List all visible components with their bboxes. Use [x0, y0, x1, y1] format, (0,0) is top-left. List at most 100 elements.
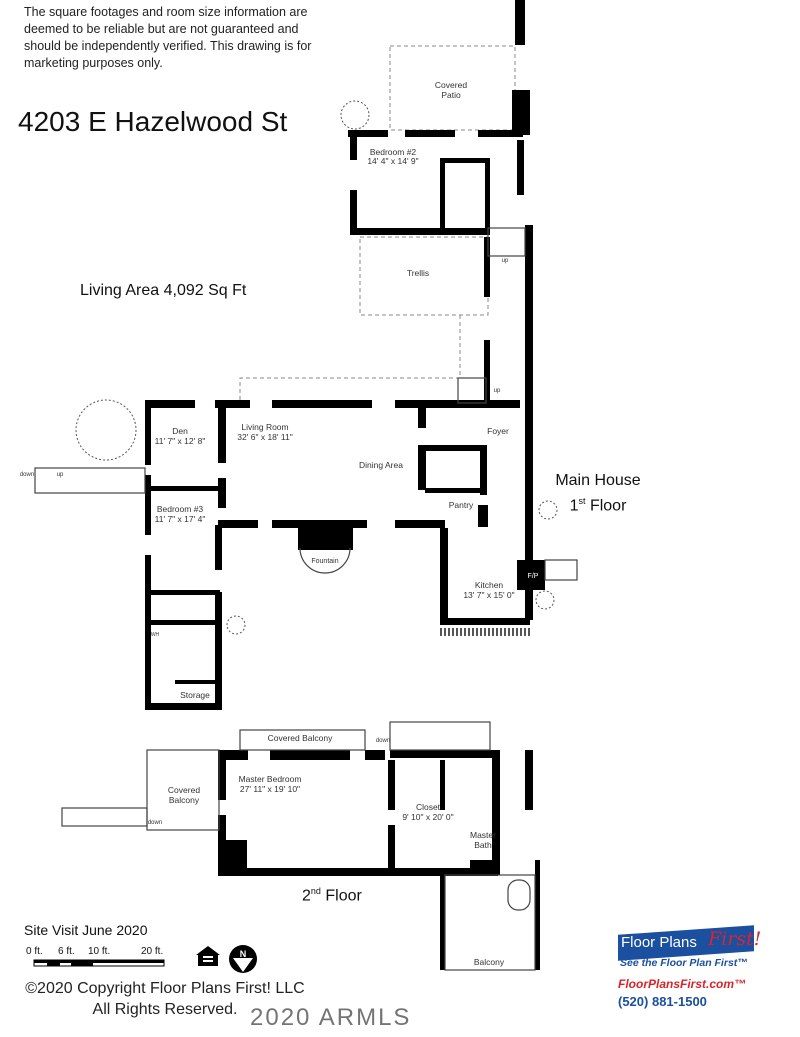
wall-segment: [440, 618, 530, 625]
stairs-trellis: [457, 377, 487, 404]
wall-segment: [218, 478, 226, 508]
stairs-down-label: down: [148, 820, 162, 826]
wall-segment: [418, 445, 426, 490]
wall-segment: [218, 750, 248, 760]
copyright: ©2020 Copyright Floor Plans First! LLC A…: [0, 978, 330, 1020]
floor-sup: st: [578, 496, 586, 506]
scale-0: 0 ft.: [26, 946, 43, 957]
wall-segment: [395, 400, 520, 408]
floor-sup: nd: [310, 886, 321, 896]
wall-segment: [145, 400, 195, 408]
copyright-line-1: ©2020 Copyright Floor Plans First! LLC: [25, 980, 305, 997]
wall-segment: [145, 620, 220, 625]
wall-segment: [480, 445, 487, 495]
wall-segment: [478, 130, 523, 137]
walkway-outline: [239, 315, 461, 400]
wall-segment: [405, 130, 455, 137]
logo-first: First!: [708, 928, 762, 950]
wall-segment: [388, 760, 395, 810]
room-size-closet: 9' 10" x 20' 0": [402, 812, 453, 822]
wall-segment: [470, 860, 495, 875]
wall-segment: [215, 525, 222, 570]
north-arrow-icon: N: [229, 945, 257, 973]
wall-segment: [218, 868, 498, 876]
wall-segment: [145, 590, 220, 595]
fp-hearth: [544, 559, 578, 581]
wall-segment: [145, 703, 220, 710]
wall-segment: [348, 130, 388, 137]
wall-segment: [388, 825, 395, 868]
room-label-bedroom-2: Bedroom #2: [370, 147, 417, 157]
water-heater-label: WH: [151, 632, 160, 638]
wall-segment: [515, 0, 525, 45]
compass-label: N: [240, 949, 247, 959]
wall-segment: [535, 860, 540, 970]
scale-20: 20 ft.: [141, 946, 164, 957]
interior-stairs: [389, 721, 491, 751]
stairs-down-label: down: [20, 472, 34, 478]
scale-6: 6 ft.: [58, 946, 75, 957]
fountain-basin: [299, 547, 351, 574]
wall-segment: [440, 158, 490, 163]
main-house-line1: Main House: [555, 472, 641, 489]
room-label-covered-balcony-left: Balcony: [169, 795, 200, 805]
room-size-bedroom-3: 11' 7" x 17' 4": [155, 514, 206, 524]
main-house-label: Main House 1st Floor: [548, 470, 648, 516]
exterior-stairs-left: [34, 467, 146, 494]
room-label-pantry: Pantry: [449, 500, 474, 510]
wall-segment: [350, 130, 357, 160]
wall-segment: [512, 90, 530, 135]
room-label-dining-area: Dining Area: [359, 460, 403, 470]
room-label-living-room: Living Room: [241, 422, 288, 432]
wall-segment: [270, 750, 350, 760]
fireplace-label: F/P: [528, 573, 539, 580]
lower-balcony-rail: [444, 874, 536, 971]
room-label-trellis: Trellis: [407, 268, 429, 278]
dashed-outlines: [239, 45, 516, 400]
wall-segment: [218, 520, 258, 528]
wall-segment: [145, 400, 151, 465]
wall-segment: [350, 190, 357, 232]
scale-labels: 0 ft. 6 ft. 10 ft. 20 ft.: [26, 946, 176, 958]
wall-segment: [485, 158, 490, 228]
wall-segment: [215, 400, 250, 408]
floor-number: 1: [569, 497, 579, 515]
disclaimer-text: The square footages and room size inform…: [24, 5, 312, 70]
wall-segment: [440, 528, 448, 625]
stairs-upper: [487, 227, 526, 257]
bathtub: [507, 879, 531, 911]
floor-word: Floor: [585, 497, 627, 515]
wall-segment: [418, 408, 426, 428]
light-structures: [34, 227, 578, 971]
room-size-den: 11' 7" x 12' 8": [155, 436, 206, 446]
room-label-covered-patio: Patio: [441, 90, 461, 100]
wall-segment: [298, 520, 353, 550]
room-label-balcony: Balcony: [474, 957, 505, 967]
covered-balcony-rail: [239, 729, 366, 751]
trellis-outline: [359, 236, 489, 316]
wall-segment: [517, 140, 524, 195]
room-label-den: Den: [172, 426, 188, 436]
floor-number: 2: [302, 887, 311, 905]
scale-10: 10 ft.: [88, 946, 111, 957]
wall-segment: [440, 760, 445, 810]
living-area-label: Living Area 4,092 Sq Ft: [80, 282, 247, 299]
shrub-icon: [535, 590, 555, 610]
wall-segment: [365, 750, 385, 760]
logo-tagline: See the Floor Plan First™: [620, 957, 748, 969]
wall-segment: [272, 400, 372, 408]
wall-segment: [525, 750, 533, 810]
floor-word: Floor: [320, 887, 362, 905]
logo-name: Floor Plans: [621, 934, 697, 951]
wall-segment: [175, 680, 215, 684]
shrub-icon: [340, 100, 370, 130]
stairs-down-label: down: [376, 738, 390, 744]
room-size-bedroom-2: 14' 4" x 14' 9": [367, 156, 418, 166]
room-label-foyer: Foyer: [487, 426, 509, 436]
shrub-icon: [538, 500, 558, 520]
stairs-up-label: up: [57, 472, 64, 478]
logo-url: FloorPlansFirst.com™: [618, 977, 747, 991]
stairs-up-label: up: [494, 388, 501, 394]
wall-segment: [218, 408, 226, 463]
